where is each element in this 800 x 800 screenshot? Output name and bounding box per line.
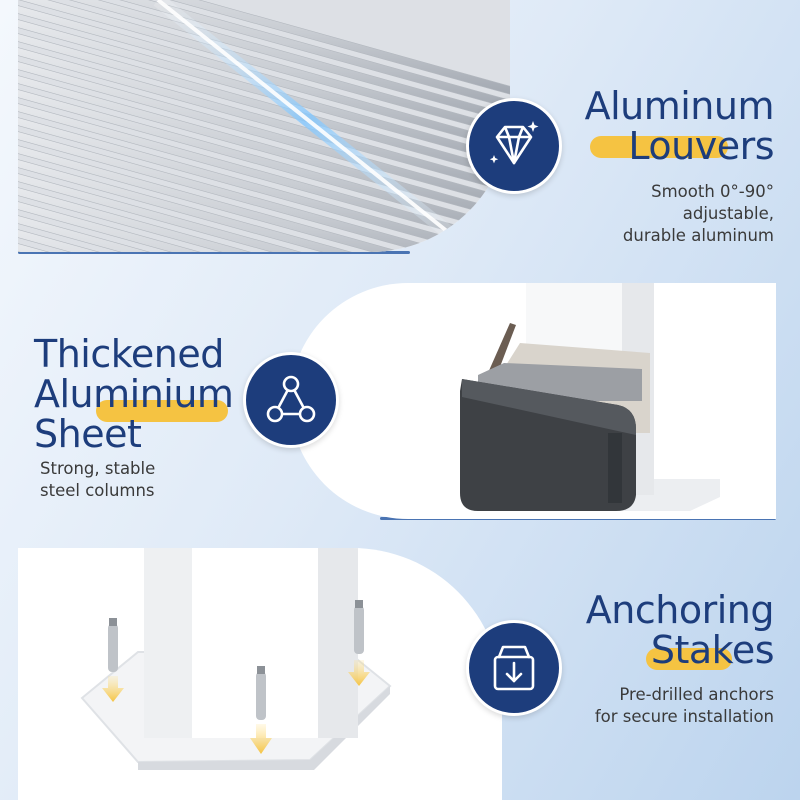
feature-3-title-line-1: Anchoring — [585, 588, 775, 632]
louver-slat — [18, 33, 510, 179]
diamond-icon — [489, 121, 539, 165]
louver-slat — [18, 89, 510, 235]
feature-1-description: Smooth 0°-90° adjustable, durable alumin… — [623, 181, 774, 247]
feature-3-desc-line-2: for secure installation — [594, 707, 774, 726]
feature-3-badge — [466, 620, 562, 716]
louver-slat — [68, 0, 510, 123]
louver-slat — [18, 173, 302, 252]
feature-3-title: Anchoring Stakes — [585, 588, 775, 672]
louver-slat — [169, 0, 510, 95]
louvers-illustration — [18, 0, 510, 252]
title-highlight-1 — [590, 136, 728, 158]
louver-slat — [18, 47, 510, 193]
feature-2-title-line-2: Aluminium — [34, 372, 234, 416]
feature-1-badge — [466, 98, 562, 194]
feature-2-title-line-3: Sheet — [34, 412, 142, 456]
louver-slat — [18, 215, 151, 252]
sheet-photo-panel — [290, 283, 776, 519]
feature-1-title-line-1: Aluminum — [584, 84, 775, 128]
louver-slat — [119, 0, 510, 109]
louver-slat — [18, 0, 510, 137]
feature-1-title-line-2: Louvers — [628, 124, 774, 168]
louver-slat — [18, 131, 453, 252]
stakes-illustration — [80, 548, 392, 770]
louver-slat — [18, 187, 252, 252]
louver-slat — [18, 145, 403, 252]
stakes-photo-panel — [18, 548, 502, 800]
feature-3-description: Pre-drilled anchors for secure installat… — [595, 684, 774, 728]
louver-slat — [18, 159, 352, 252]
louver-slat — [18, 201, 201, 252]
feature-1-desc-line-1: Smooth 0°-90° — [651, 182, 774, 201]
feature-2-desc-line-1: Strong, stable — [40, 459, 156, 478]
louver-slat — [18, 103, 510, 249]
feature-3-desc-line-1: Pre-drilled anchors — [619, 685, 774, 704]
panel-1-underline — [18, 251, 410, 254]
feature-1-title: Aluminum Louvers — [584, 84, 775, 168]
feature-2-desc-line-2: steel columns — [40, 481, 155, 500]
title-highlight-3 — [646, 648, 732, 670]
feature-2-title-line-1: Thickened — [34, 332, 224, 376]
feature-2-description: Strong, stable steel columns — [40, 458, 155, 502]
louver-slat — [18, 243, 50, 252]
feature-2-title: Thickened Aluminium Sheet — [34, 332, 234, 456]
sheet-illustration — [460, 283, 720, 511]
feature-2-badge — [243, 352, 339, 448]
feature-1-desc-line-3: durable aluminum — [622, 226, 774, 245]
louver-slat — [18, 117, 504, 252]
triangle-nodes-icon — [266, 375, 316, 423]
feature-1-desc-line-2: adjustable, — [682, 204, 774, 223]
feature-3-title-line-2: Stakes — [650, 628, 775, 672]
download-box-icon — [493, 645, 535, 691]
louvers-photo-panel — [18, 0, 510, 252]
louver-slat — [18, 229, 100, 252]
title-highlight-2 — [96, 400, 228, 422]
